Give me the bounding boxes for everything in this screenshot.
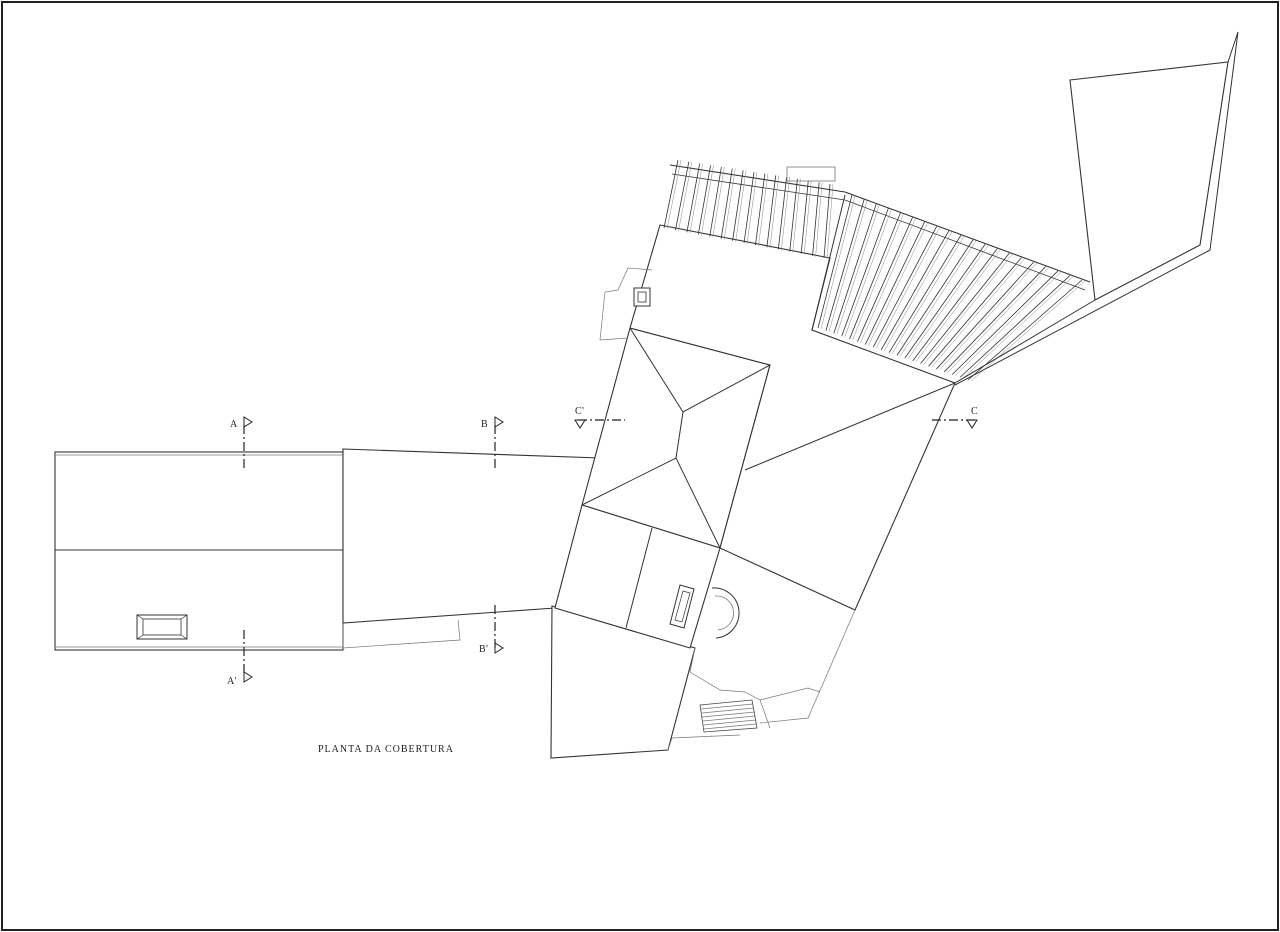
skylight-central — [669, 584, 695, 629]
pergola-rafter — [880, 230, 950, 351]
drawing-title: PLANTA DA COBERTURA — [318, 744, 454, 755]
pergola-rafter — [896, 239, 974, 356]
pergola-rafter — [678, 161, 693, 232]
pergola-rafter — [928, 257, 1022, 367]
pergola-rafter — [967, 279, 1083, 381]
pergola-rafter — [697, 165, 711, 235]
annex-outline — [599, 267, 653, 341]
pergola-rafter — [939, 262, 1037, 371]
pergola-rafter — [735, 170, 747, 242]
section-c-prime-label: C' — [575, 406, 584, 417]
pergola-rafter — [833, 203, 877, 334]
central-block-roof — [554, 327, 771, 649]
pergola-rafter — [907, 245, 989, 360]
pergola-rafter — [836, 204, 880, 335]
section-marker-b: B B' — [479, 416, 504, 655]
pergola-rafter — [865, 221, 925, 345]
section-b-label: B — [481, 419, 488, 430]
pergola-rafter — [803, 180, 812, 255]
west-wing-roof — [54, 451, 344, 651]
pergola-rafter — [844, 209, 892, 338]
pergola-rafter — [912, 248, 998, 362]
pergola-rafter — [663, 159, 679, 229]
pergola-rafter — [732, 170, 744, 241]
pergola-rafter — [904, 243, 986, 359]
pergola-rafter — [841, 208, 889, 337]
pergola-rafter — [811, 194, 846, 331]
pergola-rafter — [899, 240, 977, 357]
pergola-rafter — [920, 252, 1010, 364]
pergola-rafter — [686, 163, 701, 233]
pergola-rafter — [777, 177, 787, 250]
pergola-rafter — [944, 266, 1046, 373]
section-b-prime-label: B' — [479, 644, 488, 655]
pergola-rafter — [883, 231, 953, 352]
pergola-rafter — [689, 163, 703, 234]
pergola-rafter — [936, 261, 1034, 370]
pergola-rafter — [868, 222, 928, 346]
pergola-rafter — [891, 236, 965, 354]
pergola-rafter — [815, 182, 823, 257]
pergola-rafter — [743, 171, 755, 244]
northeast-wing-roof — [954, 31, 1239, 386]
pergola-rafter — [817, 194, 853, 329]
pergola-rafter — [844, 191, 1091, 283]
pergola-rafter — [931, 258, 1025, 368]
pergola-rafter — [812, 182, 820, 256]
pergola-rafter — [860, 218, 916, 343]
pergola-rafter — [923, 254, 1013, 365]
pergola-rafter — [825, 199, 865, 331]
pergola-rafter — [970, 280, 1086, 382]
section-marker-c: C' C — [574, 406, 978, 429]
pergola-rafter — [852, 213, 904, 341]
pergola-rafter — [888, 235, 962, 353]
pergola-rafter — [828, 200, 868, 332]
pergola-rafter — [671, 173, 846, 201]
pergola-rafter — [758, 173, 769, 247]
chimney — [633, 287, 651, 307]
pergola-rafter — [844, 199, 1086, 291]
skylight-west — [136, 614, 188, 640]
pergola-rafter — [701, 165, 714, 236]
pergola-rafter — [792, 178, 801, 253]
pergola-rafter — [720, 168, 733, 239]
courtyard-stairs — [667, 647, 821, 751]
pergola-rafter — [951, 270, 1059, 375]
pergola-rafter — [823, 183, 831, 259]
pergola-rafter — [723, 168, 736, 240]
pergola-rafter — [712, 166, 725, 238]
pergola-rafter — [849, 212, 901, 340]
pergola-rafter — [666, 159, 682, 230]
pergola-rafter — [915, 249, 1001, 362]
pergola-rafter — [826, 183, 834, 260]
pergola-rafter — [789, 178, 798, 252]
pergola-rafter — [669, 164, 846, 193]
section-a-prime-label: A' — [227, 676, 237, 687]
pergola-box — [786, 166, 836, 182]
pergola-rafter — [746, 171, 758, 245]
pergola-rafter — [769, 175, 779, 249]
section-marker-a: A A' — [227, 416, 253, 687]
pergola-rafter — [962, 276, 1074, 379]
pergola-rafter — [857, 217, 913, 342]
pergola-rafter — [820, 195, 856, 330]
pergola-rafter — [876, 227, 940, 349]
pergola-rafter — [675, 161, 690, 231]
pergola-rafter — [959, 275, 1071, 378]
pergola — [663, 159, 1091, 382]
pergola-rafter — [781, 177, 790, 251]
pergola-rafter — [872, 226, 938, 348]
section-a-label: A — [230, 419, 238, 430]
pergola-rafter — [800, 180, 809, 254]
pergola-rafter — [955, 271, 1061, 376]
section-c-label: C — [971, 406, 978, 417]
pergola-rafter — [755, 173, 766, 246]
pergola-rafter — [709, 166, 722, 237]
pergola-rafter — [947, 267, 1049, 373]
pergola-rafter — [766, 175, 777, 248]
